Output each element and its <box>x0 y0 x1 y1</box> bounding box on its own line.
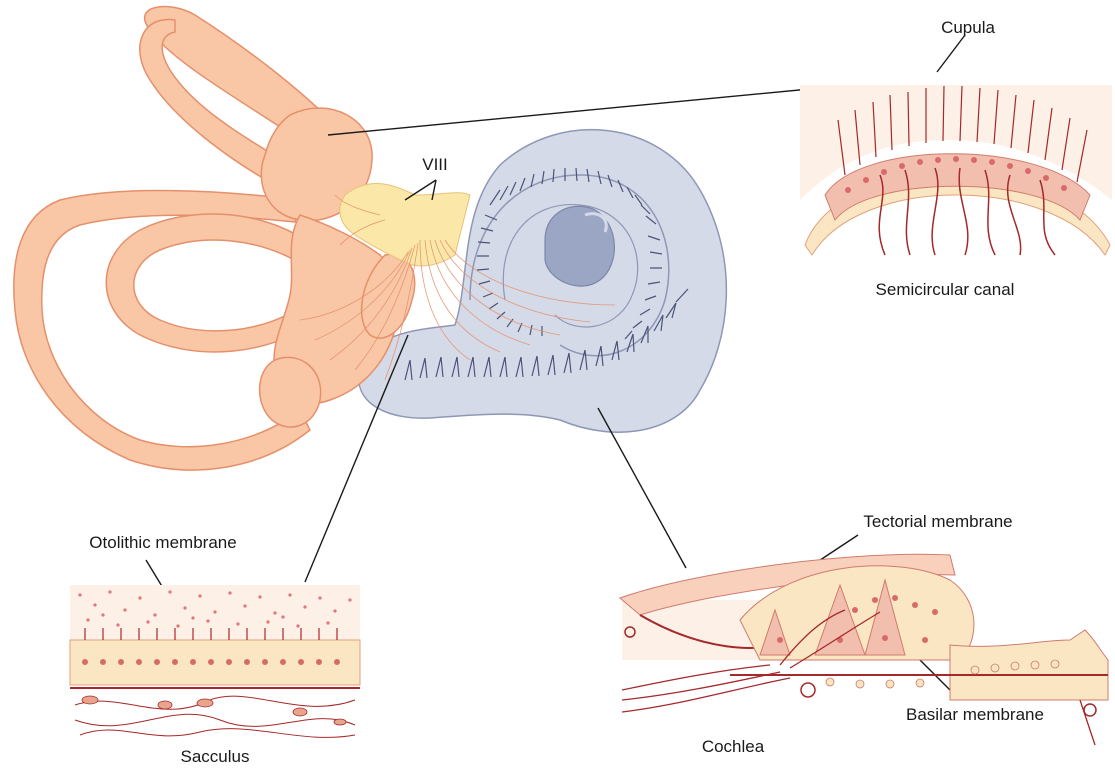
crista-ampullaris-detail <box>800 85 1112 255</box>
pointer-line-semicircular <box>328 88 820 135</box>
pointer-line-cupula <box>937 35 965 72</box>
pointer-line-cochlea <box>598 408 686 568</box>
label-tectorial-membrane: Tectorial membrane <box>863 512 1012 531</box>
label-viii: VIII <box>422 155 448 174</box>
label-cochlea: Cochlea <box>702 737 765 756</box>
pointer-line-otolithic <box>146 560 163 588</box>
label-otolithic-membrane: Otolithic membrane <box>89 533 236 552</box>
label-basilar-membrane: Basilar membrane <box>906 705 1044 724</box>
label-semicircular-canal: Semicircular canal <box>876 280 1015 299</box>
saccule-nerve-fibers <box>75 696 355 737</box>
label-cupula: Cupula <box>941 18 995 37</box>
macula-sacculi-detail <box>70 585 360 737</box>
vestibular-labyrinth <box>14 7 415 470</box>
label-sacculus: Sacculus <box>181 747 250 766</box>
